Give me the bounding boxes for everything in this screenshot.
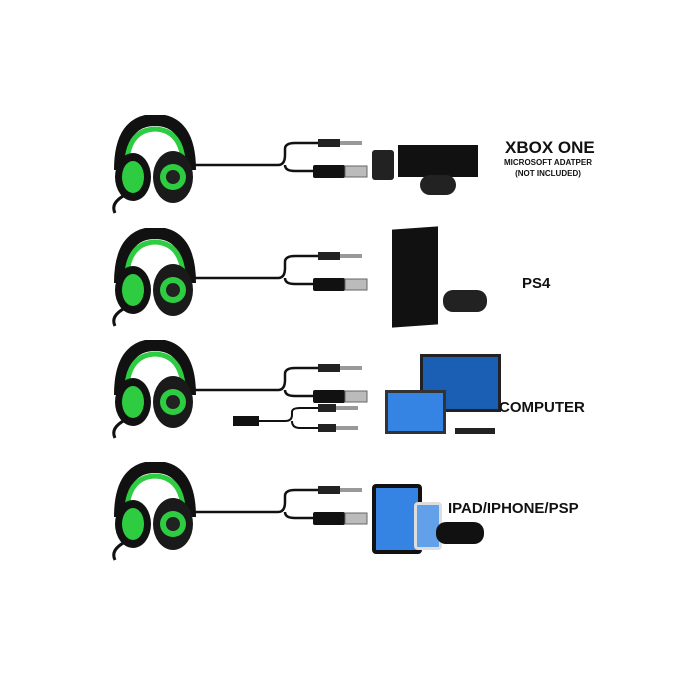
laptop-image bbox=[385, 390, 446, 434]
row-xbox: XBOX ONE MICROSOFT ADATPER (NOT INCLUDED… bbox=[0, 115, 700, 225]
keyboard-image bbox=[455, 428, 495, 434]
cable-plugs-image bbox=[191, 250, 369, 293]
device-label: XBOX ONE bbox=[505, 138, 595, 157]
ps4-controller-image bbox=[443, 290, 487, 312]
device-label: PS4 bbox=[522, 275, 551, 292]
device-sublabel: (NOT INCLUDED) bbox=[515, 169, 581, 178]
row-computer: COMPUTER bbox=[0, 340, 700, 450]
device-sublabel: MICROSOFT ADATPER bbox=[504, 158, 592, 167]
ps4-console-image bbox=[392, 226, 438, 328]
device-label: IPAD/IPHONE/PSP bbox=[448, 500, 579, 517]
xbox-controller-image bbox=[420, 175, 456, 195]
row-mobile: IPAD/IPHONE/PSP bbox=[0, 462, 700, 572]
ipad-image bbox=[372, 484, 422, 554]
psp-image bbox=[436, 522, 484, 544]
row-ps4: PS4 bbox=[0, 226, 700, 338]
xbox-adapter-image bbox=[372, 150, 394, 180]
device-label: COMPUTER bbox=[499, 399, 585, 416]
cable-plugs-image bbox=[191, 362, 369, 432]
xbox-console-image bbox=[398, 145, 478, 177]
cable-plugs-image bbox=[191, 484, 369, 527]
